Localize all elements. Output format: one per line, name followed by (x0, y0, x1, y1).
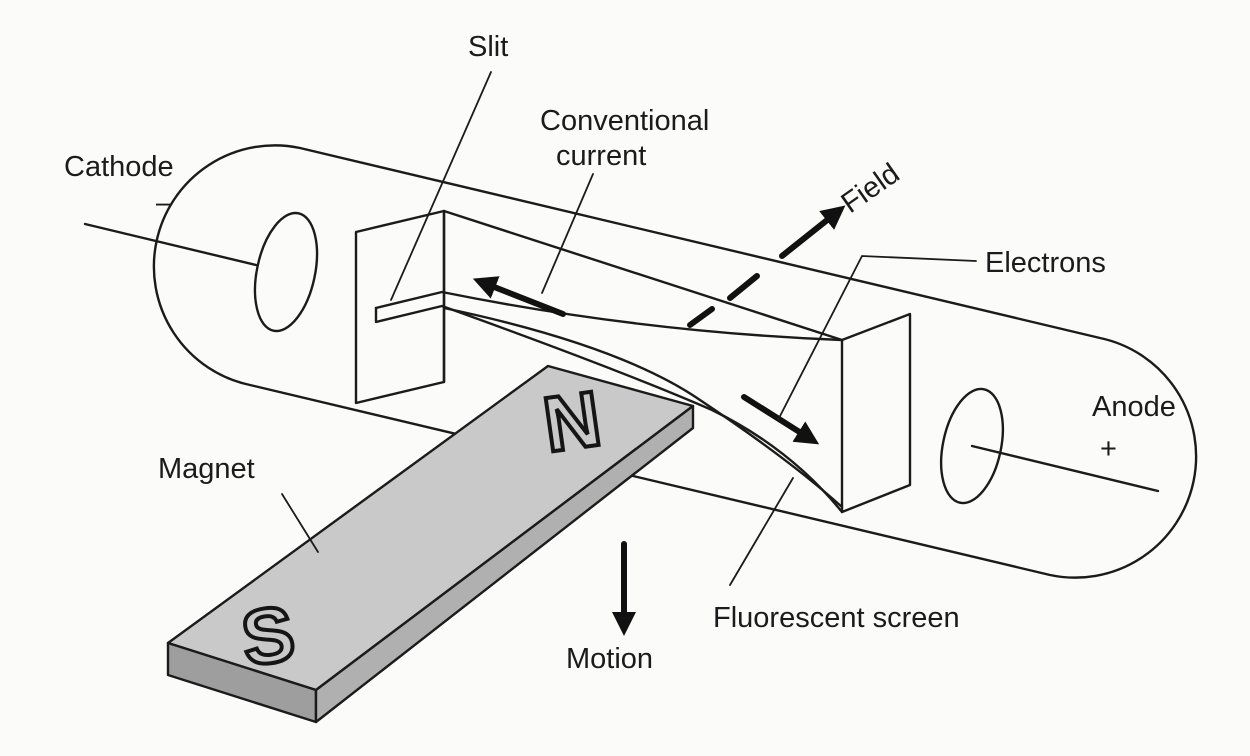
magnet-label: Magnet (158, 453, 255, 485)
field-label: Field (836, 157, 906, 219)
field-axis-dash-1 (687, 306, 715, 328)
tube-outline (152, 144, 1198, 579)
fluorescent-screen-label: Fluorescent screen (713, 602, 960, 634)
field-arrow (779, 205, 846, 259)
cathode-label: Cathode (64, 151, 174, 183)
motion-label: Motion (566, 643, 653, 675)
screen-strip-bottom (374, 304, 844, 514)
fluorescent-screen (442, 209, 844, 342)
cathode-electrode (253, 211, 319, 333)
conventional-current-label-line1: Conventional (540, 105, 709, 137)
end-plate (840, 312, 912, 514)
anode-lead (970, 444, 1160, 493)
cathode-sign: – (156, 187, 173, 219)
slit-leader (390, 71, 492, 301)
electrons-arrow (741, 394, 820, 445)
anode-label: Anode (1092, 391, 1176, 423)
anode-sign: + (1100, 433, 1117, 465)
cathode-lead (83, 222, 258, 267)
screen-leader (729, 477, 794, 586)
screen-strip-top (374, 290, 844, 342)
magnet-leader (281, 493, 319, 553)
conventional-current-arrow (472, 276, 566, 317)
electrons-label: Electrons (985, 247, 1106, 279)
electrons-leader (777, 255, 977, 421)
magnet-bar (166, 364, 695, 724)
field-axis-dash-2 (727, 273, 760, 301)
conventional-current-label-line2: current (556, 140, 646, 172)
slit-label: Slit (468, 31, 508, 63)
electron-beam-path (442, 306, 844, 509)
current-leader (541, 173, 594, 294)
slit-plate (354, 209, 446, 405)
